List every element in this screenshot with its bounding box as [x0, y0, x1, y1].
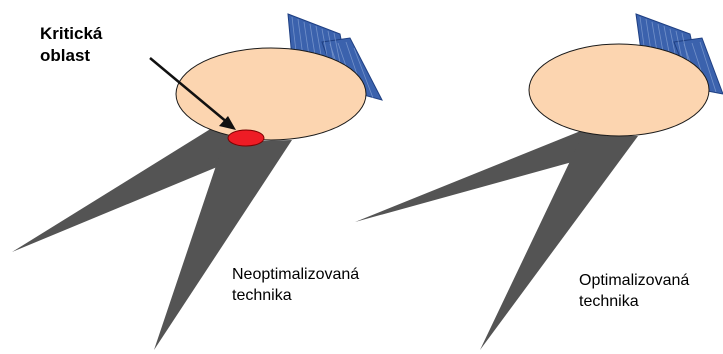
right-head-ellipse [529, 44, 709, 136]
left-caption-line2: technika [232, 287, 292, 305]
right-caption-line1: Optimalizovaná [579, 272, 689, 290]
left-head-ellipse [176, 48, 366, 140]
left-caption-line1: Neoptimalizovaná [232, 266, 359, 284]
right-figure [355, 14, 723, 350]
critical-area-label-line1: Kritická [40, 24, 102, 44]
critical-area-marker [228, 130, 264, 146]
critical-area-label-line2: oblast [40, 46, 90, 66]
right-caption-line2: technika [579, 293, 639, 311]
